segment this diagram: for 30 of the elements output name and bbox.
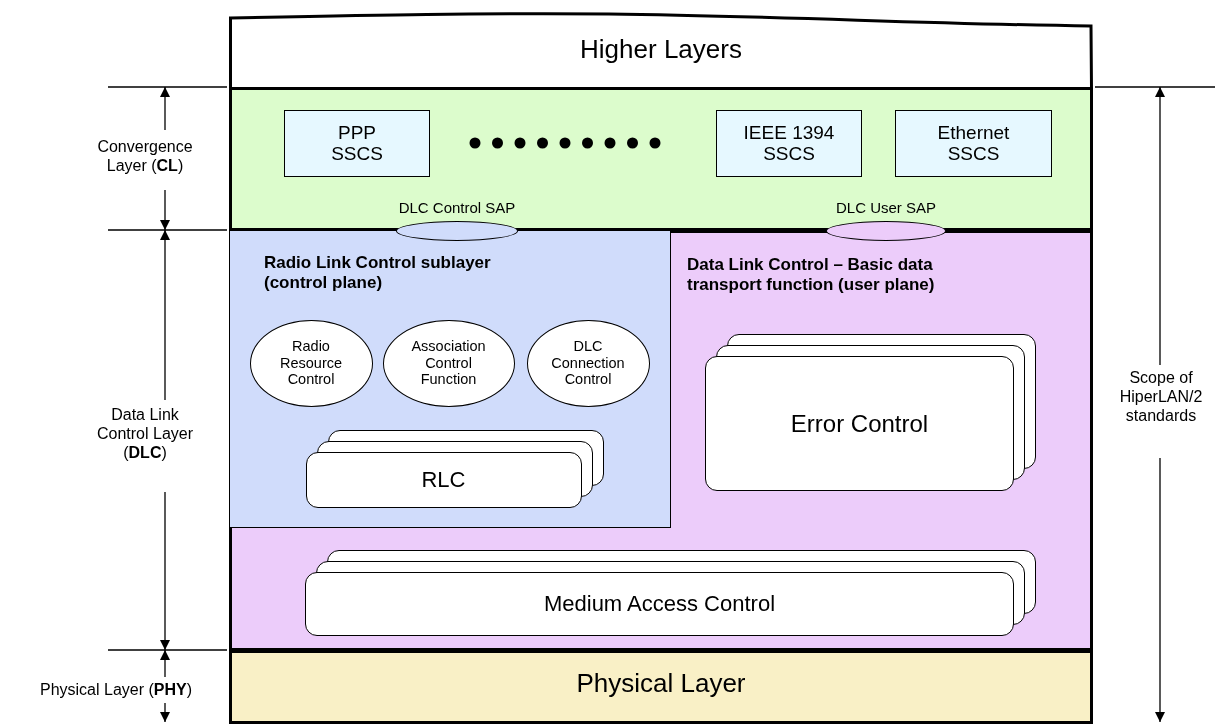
layer-band (229, 650, 1093, 724)
stacked-box (305, 429, 604, 508)
protocol-box (895, 110, 1052, 177)
layer-label: Medium Access Control (542, 591, 777, 617)
layer-band (229, 87, 1093, 231)
layer-label: DLC Connection Control (550, 338, 626, 388)
side-label: Data Link Control Layer (DLC) (95, 405, 194, 463)
layer-label: RLC (420, 466, 467, 493)
layer-label: PPP SSCS (330, 121, 384, 166)
section-heading: Data Link Control – Basic data transport function (user plane) (687, 255, 936, 295)
interface-label: DLC Control SAP (397, 199, 517, 217)
layer-label: Physical Layer (575, 669, 747, 699)
layer-band (229, 230, 1093, 651)
side-label: Scope of HiperLAN/2 standards (1118, 368, 1204, 426)
sublayer-panel (229, 230, 671, 528)
interface-label: DLC User SAP (835, 199, 937, 217)
layer-label: Ethernet SSCS (936, 121, 1011, 166)
side-label: Physical Layer (PHY) (38, 680, 194, 700)
layer-label: IEEE 1394 SSCS (742, 121, 836, 166)
layer-label: Error Control (789, 409, 930, 438)
layer-box (229, 12, 1093, 88)
layer-label: Higher Layers (579, 35, 743, 65)
stacked-box (705, 334, 1036, 491)
stacked-box (305, 550, 1036, 636)
protocol-box (284, 110, 430, 177)
protocol-box (716, 110, 862, 177)
layer-label: Radio Resource Control (278, 338, 344, 388)
side-label: Convergence Layer (CL) (96, 137, 194, 176)
section-heading: Radio Link Control sublayer (control plane) (264, 253, 492, 293)
layer-label: Association Control Function (410, 338, 487, 388)
